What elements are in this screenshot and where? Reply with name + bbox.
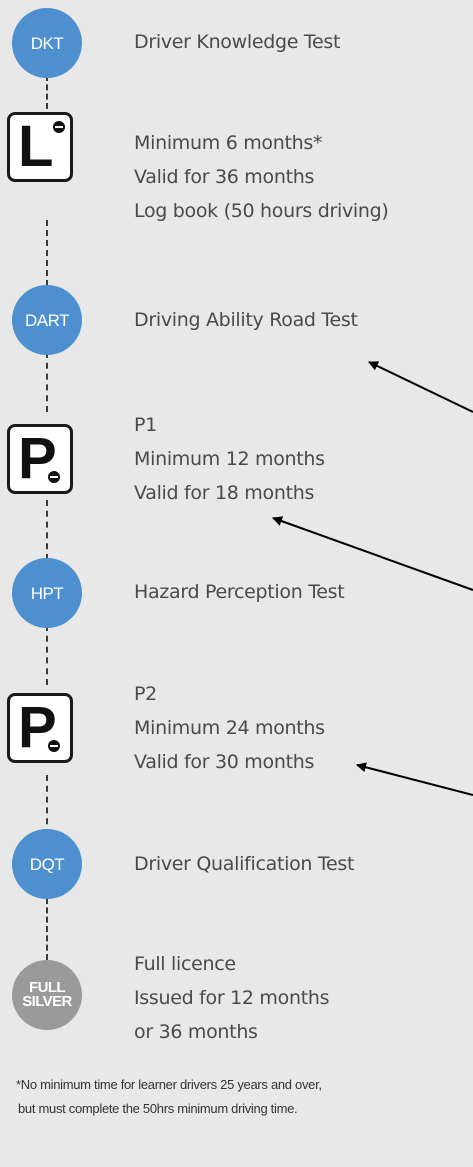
full-line-2: Issued for 12 months xyxy=(134,987,330,1009)
dart-badge: DART xyxy=(12,285,82,355)
dqt-badge: DQT xyxy=(12,829,82,899)
learner-line-2: Valid for 36 months xyxy=(134,166,315,188)
p1-line-3: Valid for 18 months xyxy=(134,482,315,504)
connector-p2-dqt xyxy=(46,775,48,835)
l-plate-icon: L xyxy=(7,112,73,182)
hpt-line-1: Hazard Perception Test xyxy=(134,581,345,603)
learner-line-1: Minimum 6 months* xyxy=(134,132,323,154)
l-plate-letter: L xyxy=(18,114,54,179)
full-description: Full licence Issued for 12 months or 36 … xyxy=(134,947,329,1049)
learner-description: Minimum 6 months* Valid for 36 months Lo… xyxy=(134,126,389,228)
dqt-line-1: Driver Qualification Test xyxy=(134,853,355,875)
footnote-line-1: *No minimum time for learner drivers 25 … xyxy=(16,1077,322,1092)
p2-line-2: Minimum 24 months xyxy=(134,717,325,739)
full-line-3: or 36 months xyxy=(134,1021,258,1043)
footnote-line-2: but must complete the 50hrs minimum driv… xyxy=(18,1101,298,1116)
p1-line-2: Minimum 12 months xyxy=(134,448,325,470)
full-badge-line-2: SILVER xyxy=(22,993,72,1010)
dkt-badge: DKT xyxy=(12,8,82,78)
p2-plate-icon: P xyxy=(7,693,73,763)
p2-line-3: Valid for 30 months xyxy=(134,751,315,773)
p2-description: P2 Minimum 24 months Valid for 30 months xyxy=(134,677,325,779)
dkt-line-1: Driver Knowledge Test xyxy=(134,31,341,53)
arrow-to-dart xyxy=(368,361,473,413)
connector-dkt-learner xyxy=(46,75,48,109)
dkt-description: Driver Knowledge Test xyxy=(134,25,340,59)
arrow-to-p2 xyxy=(356,762,473,796)
hpt-badge: HPT xyxy=(12,558,82,628)
full-badge-line-1: FULL xyxy=(29,979,66,996)
full-line-1: Full licence xyxy=(134,953,236,975)
connector-hpt-p2 xyxy=(46,625,48,685)
connector-dart-p1 xyxy=(46,352,48,412)
plate-dot xyxy=(53,121,65,133)
footnote: *No minimum time for learner drivers 25 … xyxy=(16,1073,322,1121)
p1-plate-icon: P xyxy=(7,424,73,494)
connector-dqt-full xyxy=(46,898,48,960)
learner-line-3: Log book (50 hours driving) xyxy=(134,200,389,222)
connector-learner-dart xyxy=(46,220,48,286)
dart-description: Driving Ability Road Test xyxy=(134,303,358,337)
p1-description: P1 Minimum 12 months Valid for 18 months xyxy=(134,408,325,510)
plate-dot xyxy=(48,740,60,752)
connector-p1-hpt xyxy=(46,500,48,560)
full-silver-badge: FULL SILVER xyxy=(12,960,82,1030)
p2-line-1: P2 xyxy=(134,683,157,705)
hpt-description: Hazard Perception Test xyxy=(134,575,345,609)
plate-dot xyxy=(48,471,60,483)
p1-line-1: P1 xyxy=(134,414,157,436)
dart-line-1: Driving Ability Road Test xyxy=(134,309,358,331)
dqt-description: Driver Qualification Test xyxy=(134,847,354,881)
